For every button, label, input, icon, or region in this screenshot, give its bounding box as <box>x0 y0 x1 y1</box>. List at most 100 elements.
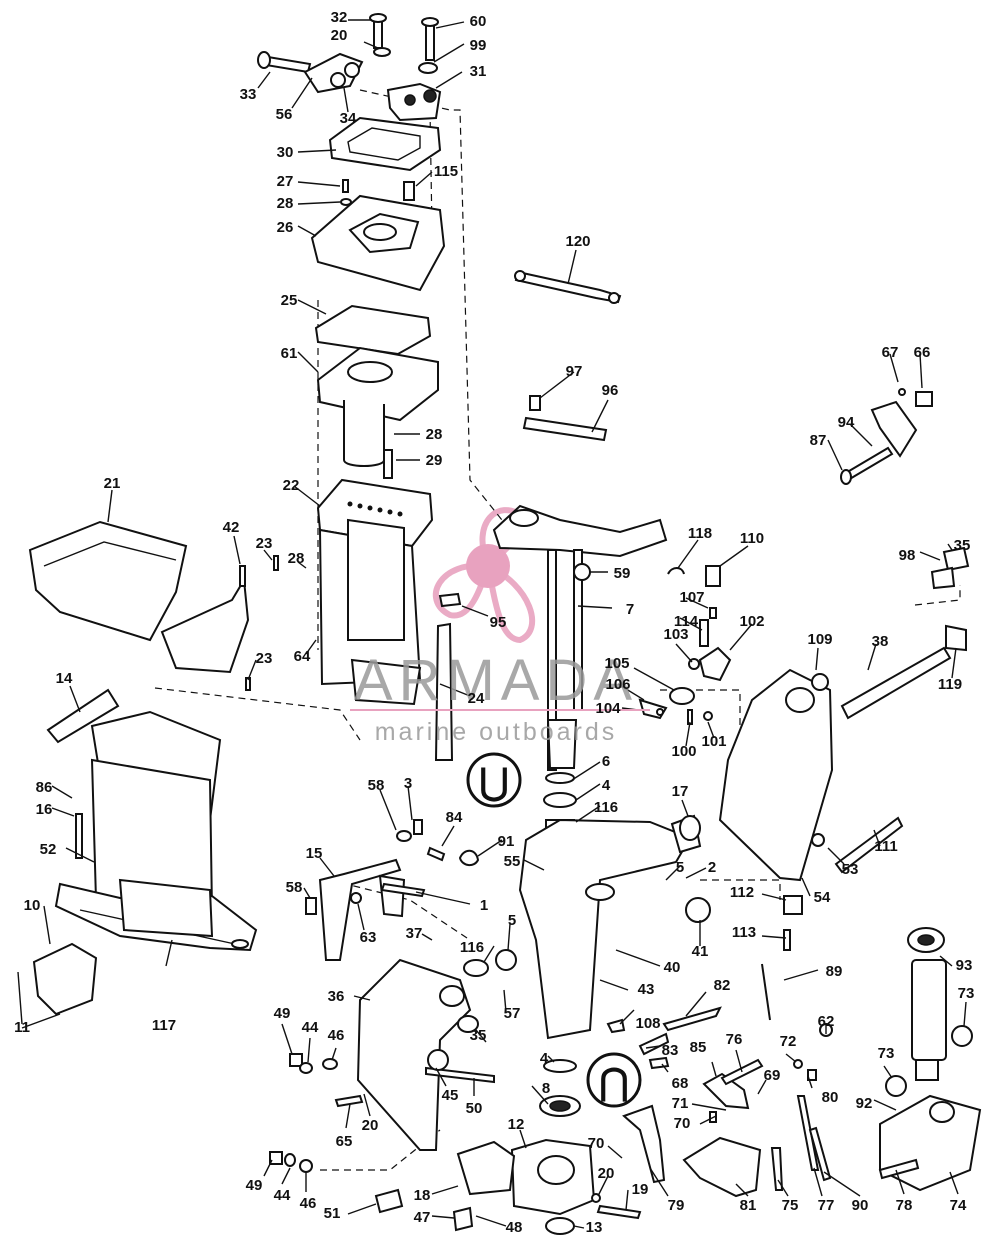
callout-number: 52 <box>40 841 57 858</box>
callout-number: 119 <box>938 676 962 693</box>
callout-number: 113 <box>732 924 756 941</box>
callout-number: 59 <box>614 565 631 582</box>
lower-cowl-pan <box>28 520 279 691</box>
callout-number: 27 <box>277 173 294 190</box>
callout-number: 35 <box>954 537 971 554</box>
callout-number: 6 <box>602 753 610 770</box>
callout-number: 37 <box>406 925 423 942</box>
callout-number: 15 <box>306 845 323 862</box>
callout-number: 47 <box>414 1209 431 1226</box>
callout-number: 101 <box>701 733 726 750</box>
callout-number: 112 <box>730 884 754 901</box>
callout-number: 28 <box>426 426 443 443</box>
callout-number: 90 <box>852 1197 869 1214</box>
callout-number: 50 <box>466 1100 483 1117</box>
callout-number: 103 <box>663 626 688 643</box>
callout-number: 65 <box>336 1133 353 1150</box>
callout-number: 43 <box>638 981 655 998</box>
callout-number: 71 <box>672 1095 689 1112</box>
callout-number: 81 <box>740 1197 757 1214</box>
callout-number: 44 <box>274 1187 291 1204</box>
callout-number: 56 <box>276 106 293 123</box>
callout-number: 111 <box>874 838 897 855</box>
callout-leaders <box>17 19 967 1229</box>
callout-number: 63 <box>360 929 377 946</box>
callout-number: 74 <box>950 1197 967 1214</box>
callout-number: 110 <box>740 530 764 547</box>
callout-number: 5 <box>508 912 516 929</box>
callout-number: 86 <box>36 779 53 796</box>
tilt-cylinder-assembly <box>878 927 982 1192</box>
callout-number: 76 <box>726 1031 743 1048</box>
callout-number: 98 <box>899 547 916 564</box>
callout-number: 91 <box>498 833 515 850</box>
callout-number: 106 <box>605 676 630 693</box>
callout-number: 28 <box>288 550 305 567</box>
callout-number: 46 <box>328 1027 345 1044</box>
callout-number: 26 <box>277 219 294 236</box>
callout-number: 61 <box>281 345 298 362</box>
callout-number: 34 <box>340 110 357 127</box>
tilt-lock-linkage <box>638 565 732 725</box>
watermark-text: ARMADA marine outboards <box>350 648 650 746</box>
callout-number: 13 <box>586 1219 603 1236</box>
callout-number: 20 <box>362 1117 379 1134</box>
callout-number: 41 <box>692 943 709 960</box>
tilt-linkage-lower-right <box>606 895 833 1198</box>
callout-number: 28 <box>277 195 294 212</box>
callout-number: 75 <box>782 1197 799 1214</box>
callout-number: 33 <box>240 86 257 103</box>
callout-number: 80 <box>822 1089 839 1106</box>
callout-number: 3 <box>404 775 412 792</box>
callout-number: 11 <box>14 1019 30 1036</box>
callout-number: 10 <box>24 897 41 914</box>
callout-number: 7 <box>626 601 634 618</box>
callout-number: 94 <box>838 414 855 431</box>
callout-number: 96 <box>602 382 619 399</box>
callout-number: 116 <box>460 939 484 956</box>
callout-number: 22 <box>283 477 300 494</box>
drive-shaft-housing <box>32 688 258 1016</box>
callout-number: 73 <box>878 1045 895 1062</box>
callout-number: 49 <box>246 1177 263 1194</box>
callout-number: 67 <box>882 344 899 361</box>
callout-number: 104 <box>595 700 621 717</box>
callout-number: 95 <box>490 614 507 631</box>
callout-number: 30 <box>277 144 294 161</box>
callout-number: 102 <box>739 613 764 630</box>
callout-number: 105 <box>604 655 629 672</box>
callout-number: 93 <box>956 957 973 974</box>
callout-number: 70 <box>674 1115 691 1132</box>
callout-number: 19 <box>632 1181 649 1198</box>
callout-number: 32 <box>331 9 348 26</box>
stern-bracket-left <box>269 949 517 1173</box>
callout-number: 29 <box>426 452 443 469</box>
callout-number: 31 <box>470 63 487 80</box>
callout-number: 46 <box>300 1195 317 1212</box>
callout-number: 117 <box>152 1017 176 1034</box>
callout-number: 25 <box>281 292 298 309</box>
exhaust-housing-assembly <box>314 304 439 706</box>
callout-number: 49 <box>274 1005 291 1022</box>
callout-number: 83 <box>662 1042 679 1059</box>
callout-number: 115 <box>434 163 458 180</box>
callout-number: 73 <box>958 985 975 1002</box>
callout-number: 48 <box>506 1219 523 1236</box>
callout-number: 100 <box>671 743 696 760</box>
callout-number: 107 <box>679 589 704 606</box>
callout-number: 78 <box>896 1197 913 1214</box>
callout-number: 4 <box>540 1050 549 1067</box>
callout-number: 1 <box>480 897 488 914</box>
callout-number: 120 <box>565 233 590 250</box>
callout-number: 64 <box>294 648 311 665</box>
watermark-tagline: marine outboards <box>375 718 618 746</box>
callout-number: 116 <box>594 799 618 816</box>
callout-number: 36 <box>328 988 345 1005</box>
callout-number: 77 <box>818 1197 835 1214</box>
callout-number: 70 <box>588 1135 605 1152</box>
callout-number: 85 <box>690 1039 707 1056</box>
callout-number: 23 <box>256 535 273 552</box>
callout-number: 45 <box>442 1087 459 1104</box>
callout-number: 23 <box>256 650 273 667</box>
